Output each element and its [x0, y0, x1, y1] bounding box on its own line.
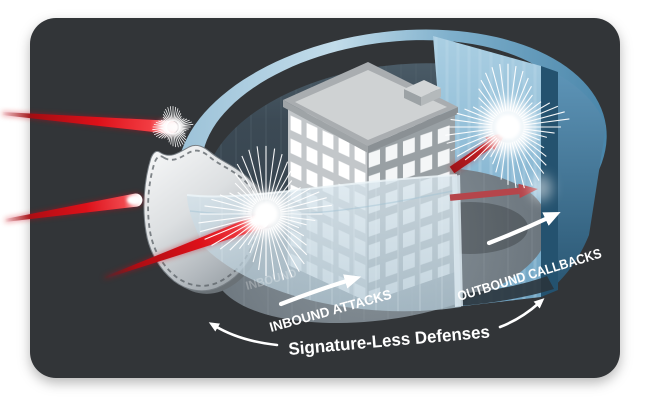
- front-wall-cut-edge: [452, 175, 463, 307]
- laser-beam-top: [2, 112, 178, 134]
- outbound-direction-arrow: [486, 212, 561, 246]
- laser-beam-middle: [5, 193, 143, 222]
- waterline-highlight: [186, 174, 458, 198]
- roof-lip-right: [368, 107, 458, 153]
- roof-inner: [295, 70, 447, 140]
- inbound-direction-arrow: [278, 274, 362, 307]
- laser-hot-tip-middle: [127, 195, 141, 205]
- roof-lip-left: [283, 100, 368, 153]
- impact-burst-shield: [198, 145, 332, 280]
- impact-burst-panel: [445, 63, 570, 189]
- impact-glow-right-wall: [530, 175, 552, 201]
- roof-vent: [404, 80, 441, 106]
- barrier-bottom-shadow-band: [457, 276, 554, 306]
- caption-arrow-left: [208, 322, 279, 347]
- annotation-arrows: [208, 212, 561, 347]
- outbound-arrow-lower: [449, 183, 538, 201]
- impact-burst-rim: [152, 106, 194, 148]
- caption-arrow-right: [498, 298, 545, 329]
